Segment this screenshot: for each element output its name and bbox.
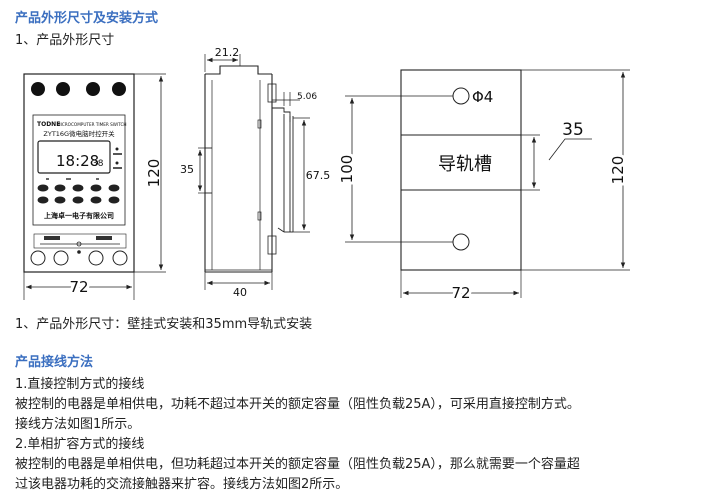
section-title-wiring: 产品接线方法: [15, 355, 94, 370]
company-label: 上海卓一电子有限公司: [44, 211, 114, 220]
eng-label: MICROCOMPUTER TIMER SWITCH: [57, 122, 127, 127]
subsection-title-dimensions: 1、产品外形尺寸: [15, 33, 115, 48]
wiring-item1-line2: 接线方法如图1所示。: [15, 417, 141, 432]
section-title-dimensions: 产品外形尺寸及安装方式: [15, 11, 159, 26]
side-dim-top: 21.2: [215, 46, 240, 59]
front-dim-width: 72: [69, 278, 88, 296]
side-view: [204, 65, 294, 273]
wiring-item2-line1: 被控制的电器是单相供电，但功耗超过本开关的额定容量（阻性负载25A），那么就需要…: [15, 457, 580, 472]
brand-label: TODNE: [37, 121, 60, 128]
rail-dim: 35: [562, 120, 584, 140]
dimensions-caption: 1、产品外形尺寸：壁挂式安装和35mm导轨式安装: [15, 317, 313, 332]
bottom-terminals: [30, 250, 128, 266]
mount-hole-bottom: [452, 233, 470, 251]
wiring-item2-line2: 过该电器功耗的交流接触器来扩容。接线方法如图2所示。: [15, 477, 349, 492]
side-dimensions: 21.2 5.06 35 67.5 40: [180, 46, 330, 299]
side-dim-bottom: 40: [233, 286, 247, 299]
mounting-view: Φ4 导轨槽 35 100 120 72: [335, 69, 630, 305]
hole-label: Φ4: [472, 88, 493, 106]
wiring-item1-line1: 被控制的电器是单相供电，功耗不超过本开关的额定容量（阻性负载25A），可采用直接…: [15, 397, 580, 412]
mount-hole-top: [452, 87, 470, 105]
model-label: ZYT16G微电脑时控开关: [43, 129, 115, 138]
top-terminals: [31, 82, 126, 96]
side-dim-right: 67.5: [306, 169, 331, 182]
lcd-seconds: 38: [92, 159, 104, 169]
mount-dim-right: 120: [609, 156, 627, 185]
side-dim-right-top: 5.06: [297, 92, 317, 102]
wiring-item2-title: 2.单相扩容方式的接线: [15, 437, 145, 452]
front-view: TODNE MICROCOMPUTER TIMER SWITCH ZYT16G微…: [23, 73, 166, 300]
lcd-time: 18:28: [56, 152, 99, 170]
dimension-drawing: TODNE MICROCOMPUTER TIMER SWITCH ZYT16G微…: [23, 46, 630, 305]
front-dim-height: 120: [145, 159, 163, 188]
rail-slot-label: 导轨槽: [438, 154, 492, 175]
panel-buttons: [37, 184, 120, 204]
mount-dim-left: 100: [338, 155, 356, 184]
mount-dim-bottom: 72: [451, 284, 470, 302]
wiring-item1-title: 1.直接控制方式的接线: [15, 377, 145, 392]
side-dim-left: 35: [180, 163, 194, 176]
